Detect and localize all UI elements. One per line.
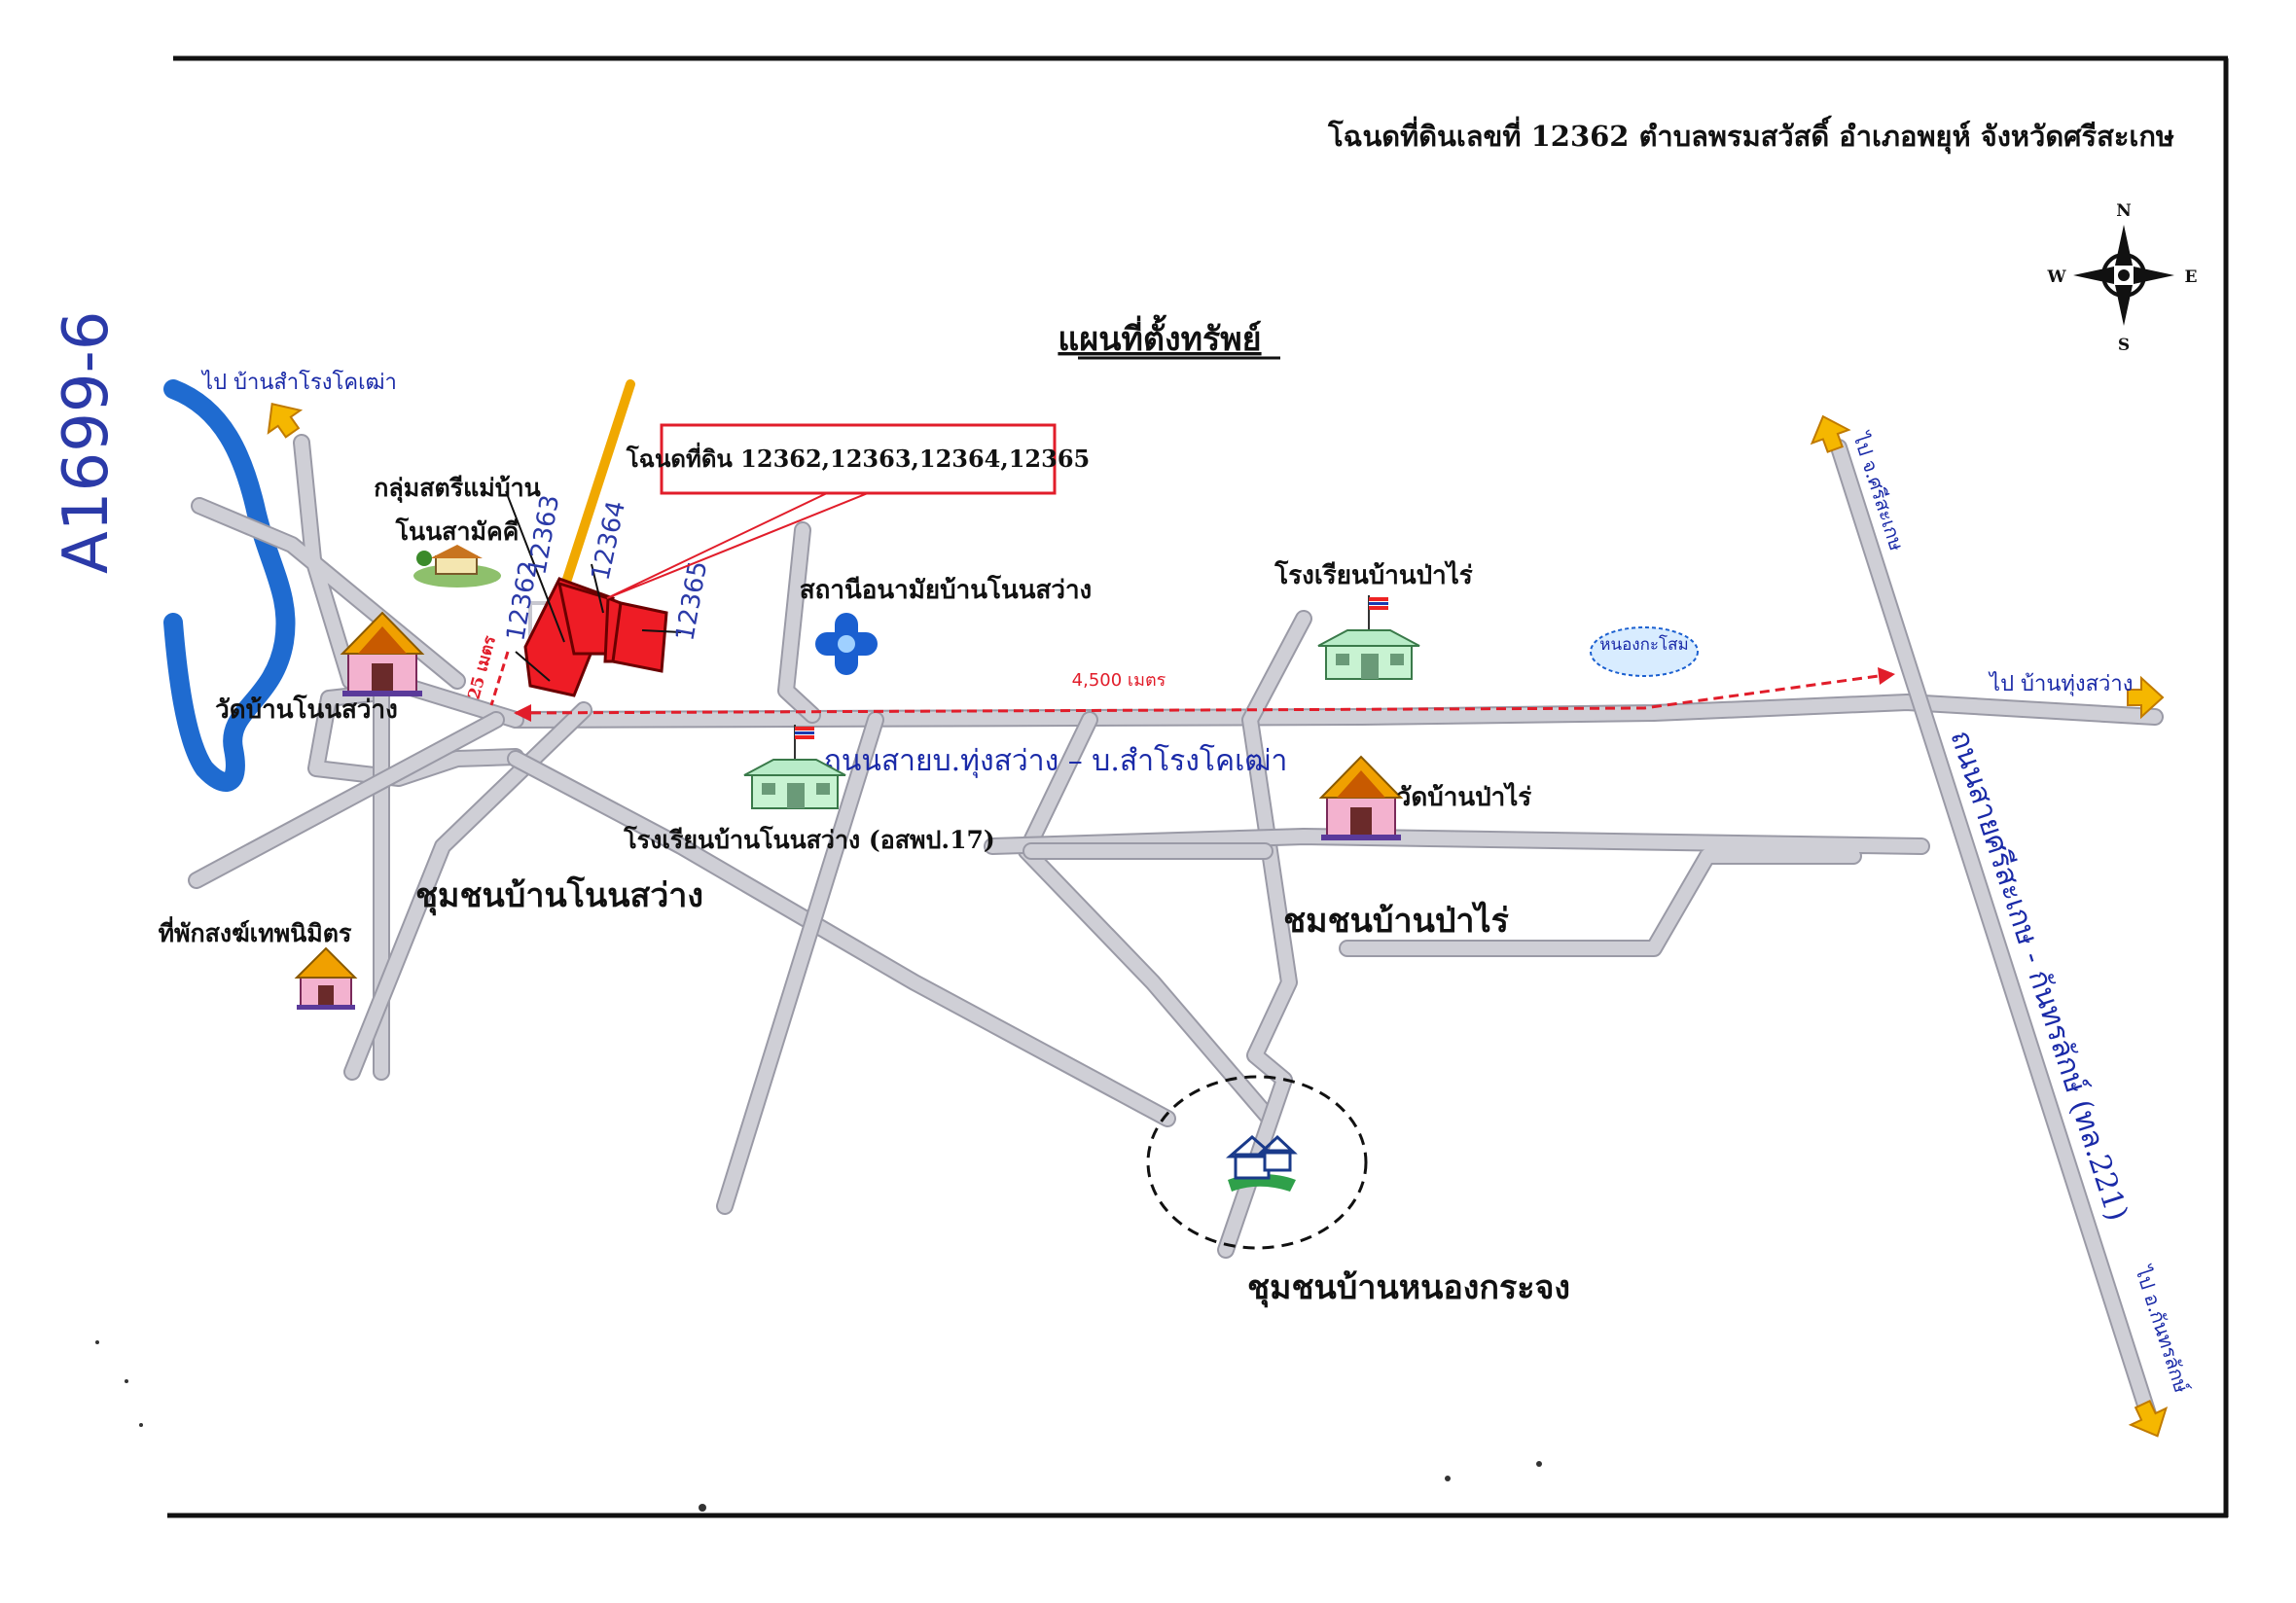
direction-to-samrong: ไป บ้านสำโรงโคเฒ่า: [200, 370, 397, 395]
main-road-label: ถนนสายบ.ทุ่งสว่าง – บ.สำโรงโคเฒ่า: [824, 743, 1288, 779]
arrow-icon-samrong: [267, 403, 304, 439]
header-title: โฉนดที่ดินเลขที่ 12362 ตำบลพรมสวัสดิ์ อำ…: [1327, 115, 2174, 154]
distance-long-arrow-right: [1878, 667, 1895, 685]
community-pa-rai-label: ชมชนบ้านป่าไร่: [1283, 901, 1509, 941]
house-icon-women-group: [413, 545, 501, 588]
house-icon-nong-krachong: [1225, 1134, 1298, 1192]
health-cross-icon: [815, 613, 878, 675]
temple-pa-rai-label: วัดบ้านป่าไร่: [1397, 781, 1532, 812]
distance-long-line: [515, 672, 1893, 715]
arrow-icon-kanthararak: [2128, 1399, 2169, 1438]
land-parcels: [505, 490, 682, 697]
scan-specks: [95, 1340, 1542, 1512]
temple-icon-monk-residence: [294, 946, 358, 1010]
parcel-label-12363: 12363: [522, 493, 565, 578]
compass-e: E: [2185, 267, 2198, 287]
school-non-sawang-label: โรงเรียนบ้านโนนสว่าง (อสพป.17): [623, 825, 994, 854]
temple-icon-non-sawang: [340, 611, 425, 696]
pond-icon: [1590, 626, 1699, 677]
pond-label: หนองกะโสม: [1599, 634, 1688, 655]
arrow-icon-thung-sawang: [2127, 675, 2165, 720]
deed-box-text: โฉนดที่ดิน 12362,12363,12364,12365: [626, 442, 1090, 473]
handwritten-ref: A1699-6: [51, 311, 123, 574]
distance-short-line: [489, 651, 510, 706]
road-network: [188, 434, 2164, 1429]
parcel-label-12365: 12365: [670, 559, 713, 644]
compass-icon: [2073, 225, 2174, 326]
compass-w: W: [2046, 267, 2066, 287]
deed-box: [660, 423, 1057, 495]
direction-to-thung-sawang: ไป บ้านทุ่งสว่าง: [1988, 671, 2134, 696]
map-title: แผนที่ตั้งทรัพย์: [1058, 314, 1261, 359]
highway-label: ถนนสายศรีสะเกษ - กันทรลักษ์ (ทล.221): [1943, 727, 2134, 1226]
distance-long-arrow-left: [514, 704, 531, 722]
school-icon-non-sawang: [743, 725, 846, 809]
school-icon-pa-rai: [1317, 595, 1420, 680]
community-non-sawang-label: ชุมชนบ้านโนนสว่าง: [415, 875, 703, 916]
women-group-label-1: กลุ่มสตรีแม่บ้าน: [374, 474, 540, 504]
access-road-highlight: [555, 379, 635, 608]
compass-n: N: [2116, 201, 2132, 221]
monk-residence-label: ที่พักสงฆ์เทพนิมิตร: [159, 916, 352, 947]
arrow-icon-sisaket: [1810, 414, 1851, 453]
temple-non-sawang-label: วัดบ้านโนนสว่าง: [215, 694, 398, 725]
distance-long-label: 4,500 เมตร: [1072, 670, 1166, 691]
parcel-12365: [611, 601, 668, 673]
compass-s: S: [2118, 336, 2130, 355]
community-nong-krachong-boundary: [1146, 1075, 1368, 1250]
river: [163, 379, 296, 792]
health-station-label: สถานีอนามัยบ้านโนนสว่าง: [800, 574, 1093, 605]
women-group-label-2: โนนสามัคคี: [395, 517, 520, 546]
community-nong-krachong-label: ชุมชนบ้านหนองกระจง: [1247, 1268, 1570, 1308]
temple-icon-pa-rai: [1318, 755, 1404, 840]
school-pa-rai-label: โรงเรียนบ้านป่าไร่: [1274, 559, 1473, 590]
